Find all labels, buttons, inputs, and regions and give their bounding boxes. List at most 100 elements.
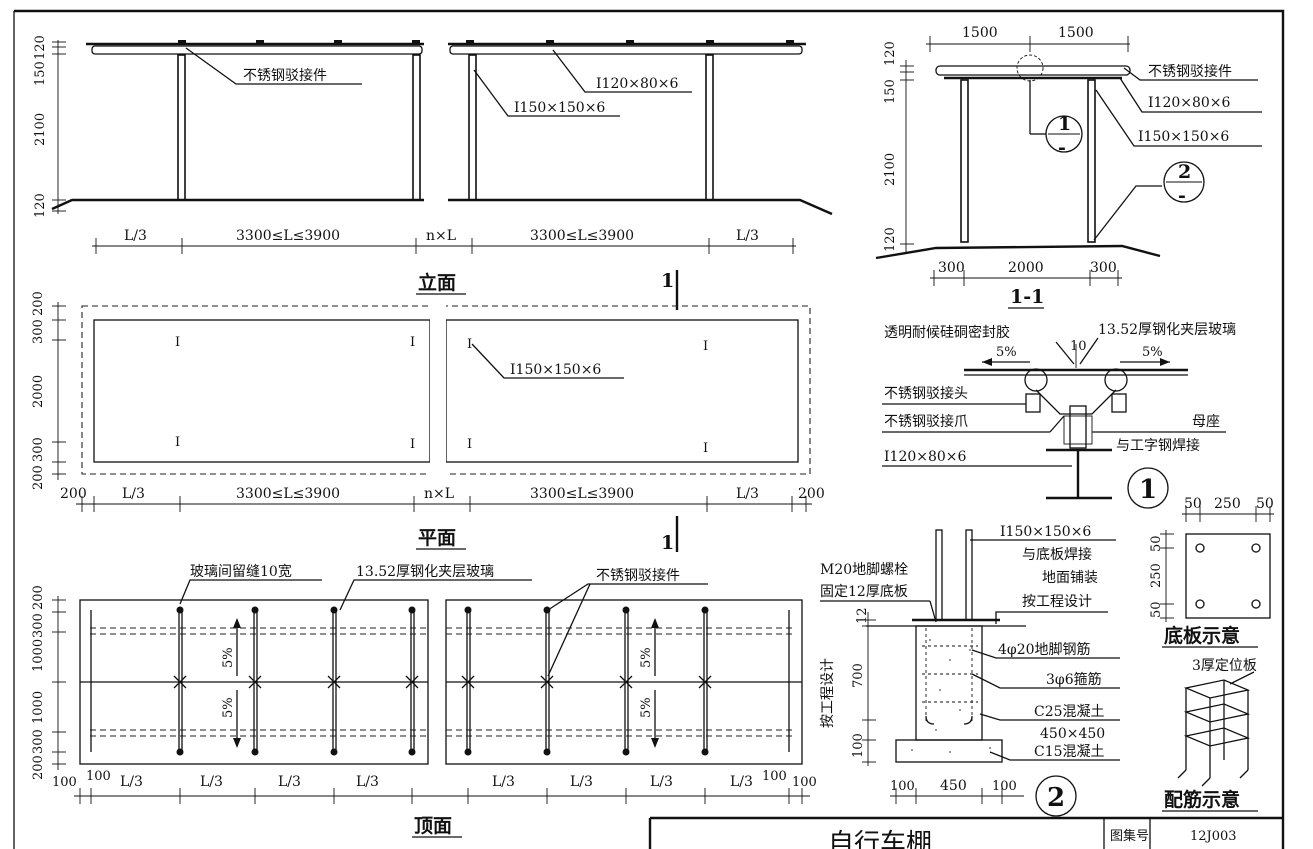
top-bottom-dim-7: L/3 (492, 774, 515, 790)
atlas-label: 图集号 (1110, 828, 1149, 844)
top-dim-300-top: 300 (31, 613, 46, 638)
drawing-name: 自行车棚 (828, 829, 932, 849)
plan-dim-200-bottom: 200 (31, 465, 46, 490)
callout-dash-1: - (1058, 137, 1066, 159)
svg-text:I: I (703, 441, 708, 456)
svg-text:I: I (467, 437, 472, 452)
detail1-slope-left: 5% (996, 345, 1017, 360)
elevation-column-label: I150×150×6 (514, 100, 605, 116)
rebar-plate-label: 3厚定位板 (1192, 658, 1257, 674)
svg-text:I: I (467, 337, 472, 352)
base-plate-dim-side-2: 250 (1149, 563, 1164, 588)
section-callout-1: 1 (1058, 113, 1071, 135)
section-bottom-dim-3: 300 (1090, 260, 1117, 276)
elev-dim-150: 150 (33, 61, 48, 86)
detail1-weld-label: 与工字钢焊接 (1116, 437, 1200, 454)
atlas-number: 12J003 (1190, 829, 1237, 844)
detail2-dim-100: 100 (851, 733, 866, 758)
plan-dim-2000: 2000 (31, 375, 46, 408)
elev-bottom-dim-1: L/3 (124, 228, 147, 244)
detail2-hdim-2: 450 (940, 778, 967, 794)
top-slope-4: 5% (639, 697, 654, 718)
detail2-bolt-label: M20地脚螺栓 (820, 562, 908, 578)
detail1-claw-label: 不锈钢驳接爪 (884, 413, 968, 430)
plan-bottom-dim-1: 200 (60, 486, 87, 502)
top-bottom-dim-8: L/3 (570, 774, 593, 790)
top-bottom-dim-6: L/3 (356, 774, 379, 790)
section-dim-120-bottom: 120 (883, 227, 898, 252)
elev-bottom-dim-2: 3300≤L≤3900 (236, 228, 340, 244)
plan-title: 平面 (418, 527, 456, 549)
elev-dim-2100: 2100 (33, 113, 48, 146)
top-slope-3: 5% (639, 647, 654, 668)
top-bottom-dim-5: L/3 (278, 774, 301, 790)
base-plate-dim-top-1: 50 (1184, 496, 1202, 512)
detail2-column-label: I150×150×6 (1000, 524, 1091, 540)
detail2-weld-label: 与底板焊接 (1022, 546, 1092, 563)
detail2-depth-note: 按工程设计 (820, 658, 836, 728)
section-bottom-dim-1: 300 (938, 260, 965, 276)
top-dim-1000-top: 1000 (31, 639, 46, 672)
top-bottom-dim-4: L/3 (200, 774, 223, 790)
plan-column-label: I150×150×6 (510, 362, 601, 378)
base-plate-diagram: 50 250 50 50 250 50 底板示意 (1149, 496, 1274, 648)
detail1-number: 1 (1139, 475, 1157, 505)
detail1-head-label: 不锈钢驳接头 (884, 385, 968, 402)
svg-text:I: I (410, 335, 415, 350)
detail2-plate-label: 固定12厚底板 (820, 584, 908, 600)
base-plate-dim-top-3: 50 (1256, 496, 1274, 512)
elev-bottom-dim-4: 3300≤L≤3900 (530, 228, 634, 244)
top-slope-2: 5% (221, 697, 236, 718)
plan-dim-300-top: 300 (31, 319, 46, 344)
top-dim-200-bottom: 200 (31, 755, 46, 780)
detail2-hdim-3: 100 (992, 779, 1017, 794)
plan-bottom-dim-7: 200 (798, 486, 825, 502)
detail2-size-label: 450×450 (1040, 726, 1105, 742)
top-bottom-dim-12: 100 (792, 775, 817, 790)
detail2-dim-700: 700 (851, 663, 866, 688)
elevation-title: 立面 (418, 271, 456, 294)
top-bottom-dim-10: L/3 (730, 774, 753, 790)
section-beam-label: I120×80×6 (1148, 95, 1231, 111)
detail2-stirrup-label: 3φ6箍筋 (1046, 671, 1102, 688)
rebar-diagram: 3厚定位板 配筋示意 (1162, 658, 1258, 812)
top-view-title: 顶面 (414, 815, 452, 837)
elev-dim-120: 120 (33, 35, 48, 60)
plan-bottom-dim-2: L/3 (122, 486, 145, 502)
section-mark-top: 1 (661, 270, 674, 292)
section-column-label: I150×150×6 (1138, 129, 1229, 145)
callout-dash-2: - (1178, 185, 1186, 207)
section-top-dim-1: 1500 (962, 25, 998, 41)
top-bottom-dim-3: L/3 (120, 774, 143, 790)
elev-dim-120-bottom: 120 (33, 193, 48, 218)
plan-bottom-dim-3: 3300≤L≤3900 (236, 486, 340, 502)
top-bottom-dim-2: 100 (86, 769, 111, 784)
section-callout-2: 2 (1178, 161, 1191, 183)
elev-bottom-dim-3: n×L (426, 228, 456, 244)
section-dim-150: 150 (883, 79, 898, 104)
top-glass-label: 13.52厚钢化夹层玻璃 (356, 563, 494, 580)
section-connector-label: 不锈钢驳接件 (1148, 63, 1232, 80)
section-dim-120: 120 (883, 41, 898, 66)
detail2-design-label: 按工程设计 (1022, 594, 1092, 610)
svg-text:I: I (703, 339, 708, 354)
top-view: 5% 5% 5% 5% 玻璃间留缝10宽 13.52厚钢化夹层玻璃 不锈钢驳接件… (31, 563, 817, 838)
svg-text:I: I (175, 435, 180, 450)
detail1-slope-right: 5% (1142, 345, 1163, 360)
detail1-seat-label: 母座 (1192, 414, 1220, 430)
section-bottom-dim-2: 2000 (1008, 260, 1044, 276)
top-slope-1: 5% (221, 647, 236, 668)
section-1-1: 1500 1500 1 - 2 - 不锈钢驳接件 I120×80×6 I150×… (875, 25, 1262, 309)
rebar-title: 配筋示意 (1164, 788, 1240, 811)
top-gap-label: 玻璃间留缝10宽 (190, 563, 292, 580)
svg-text:I: I (175, 335, 180, 350)
elevation-connector-label: 不锈钢驳接件 (243, 67, 327, 84)
base-plate-dim-top-2: 250 (1214, 496, 1241, 512)
plan-dim-300-bottom: 300 (31, 437, 46, 462)
title-block: 自行车棚 图集号 12J003 (648, 816, 1283, 849)
detail-1: 透明耐候硅硐密封胶 13.52厚钢化夹层玻璃 10 5% 5% 不锈钢驳接头 不… (882, 321, 1236, 509)
top-dim-300-bottom: 300 (31, 729, 46, 754)
detail1-sealant-label: 透明耐候硅硐密封胶 (884, 324, 1010, 341)
detail1-beam-label: I120×80×6 (884, 449, 967, 465)
